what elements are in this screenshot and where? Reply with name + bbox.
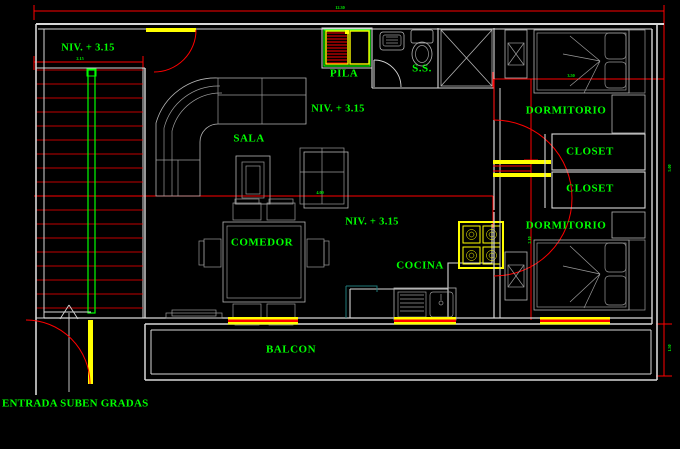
toilet xyxy=(410,29,434,67)
room-label-closet-1: CLOSET xyxy=(566,146,614,158)
room-labels: SALA COMEDOR COCINA PILA S.S. DORMITORIO… xyxy=(231,63,614,356)
kitchen xyxy=(345,221,504,321)
dimension-labels: 12.30 2.15 4.00 3.50 5.00 1.50 2.10 xyxy=(76,5,672,352)
room-label-comedor: COMEDOR xyxy=(231,237,294,249)
room-label-balcon: BALCON xyxy=(266,344,316,356)
dim-label-right-upper: 5.00 xyxy=(667,164,672,171)
annotations: ENTRADA SUBEN GRADAS xyxy=(2,398,148,410)
level-label-comedor: NIV. + 3.15 xyxy=(345,216,398,227)
room-label-pila: PILA xyxy=(330,68,358,80)
dining-set xyxy=(198,198,330,326)
closets xyxy=(544,133,646,209)
bathroom-ss xyxy=(371,28,495,120)
room-label-dormitorio-2: DORMITORIO xyxy=(526,220,607,232)
bedroom-partition-wall xyxy=(493,88,501,318)
door-bedroom-1 xyxy=(493,79,573,277)
shower-stall xyxy=(440,29,493,87)
lavatory-sink xyxy=(379,31,405,51)
room-label-closet-2: CLOSET xyxy=(566,183,614,195)
dim-label-right-lower: 1.50 xyxy=(667,344,672,351)
stove-4-burner xyxy=(458,221,504,269)
kitchen-sink xyxy=(393,287,457,321)
room-label-ss: S.S. xyxy=(412,63,432,75)
counter-teal xyxy=(345,285,378,318)
room-label-sala: SALA xyxy=(233,133,264,145)
win-balcony-2 xyxy=(394,317,456,325)
door-bedroom-2 xyxy=(493,160,551,177)
door-ss xyxy=(373,59,402,88)
door-sala-top xyxy=(146,28,197,73)
level-label-sala: NIV. + 3.15 xyxy=(311,103,364,114)
pila-fixture xyxy=(321,27,373,69)
level-labels: NIV. + 3.15 NIV. + 3.15 NIV. + 3.15 xyxy=(61,42,398,227)
windows-balcony xyxy=(165,309,610,325)
dim-label-stairs: 2.15 xyxy=(76,56,83,61)
room-label-dormitorio-1: DORMITORIO xyxy=(526,105,607,117)
annotation-entrada: ENTRADA SUBEN GRADAS xyxy=(2,398,148,410)
dim-label-overall-top: 12.30 xyxy=(335,5,344,10)
level-label-stairs: NIV. + 3.15 xyxy=(61,42,114,53)
room-label-cocina: COCINA xyxy=(396,260,444,272)
sectional-sofa xyxy=(155,77,307,197)
armchair xyxy=(299,147,349,209)
door-entry xyxy=(25,319,93,385)
dim-label-bed1: 3.50 xyxy=(567,73,574,78)
win-balcony-1 xyxy=(228,317,298,325)
dim-label-sala-width: 4.00 xyxy=(316,190,323,195)
dim-label-door-inner: 2.10 xyxy=(527,236,532,243)
bedroom-1 xyxy=(504,29,646,134)
stair-shaft-wall xyxy=(44,67,146,318)
bedroom-2 xyxy=(504,211,646,311)
win-balcony-3 xyxy=(540,317,610,325)
